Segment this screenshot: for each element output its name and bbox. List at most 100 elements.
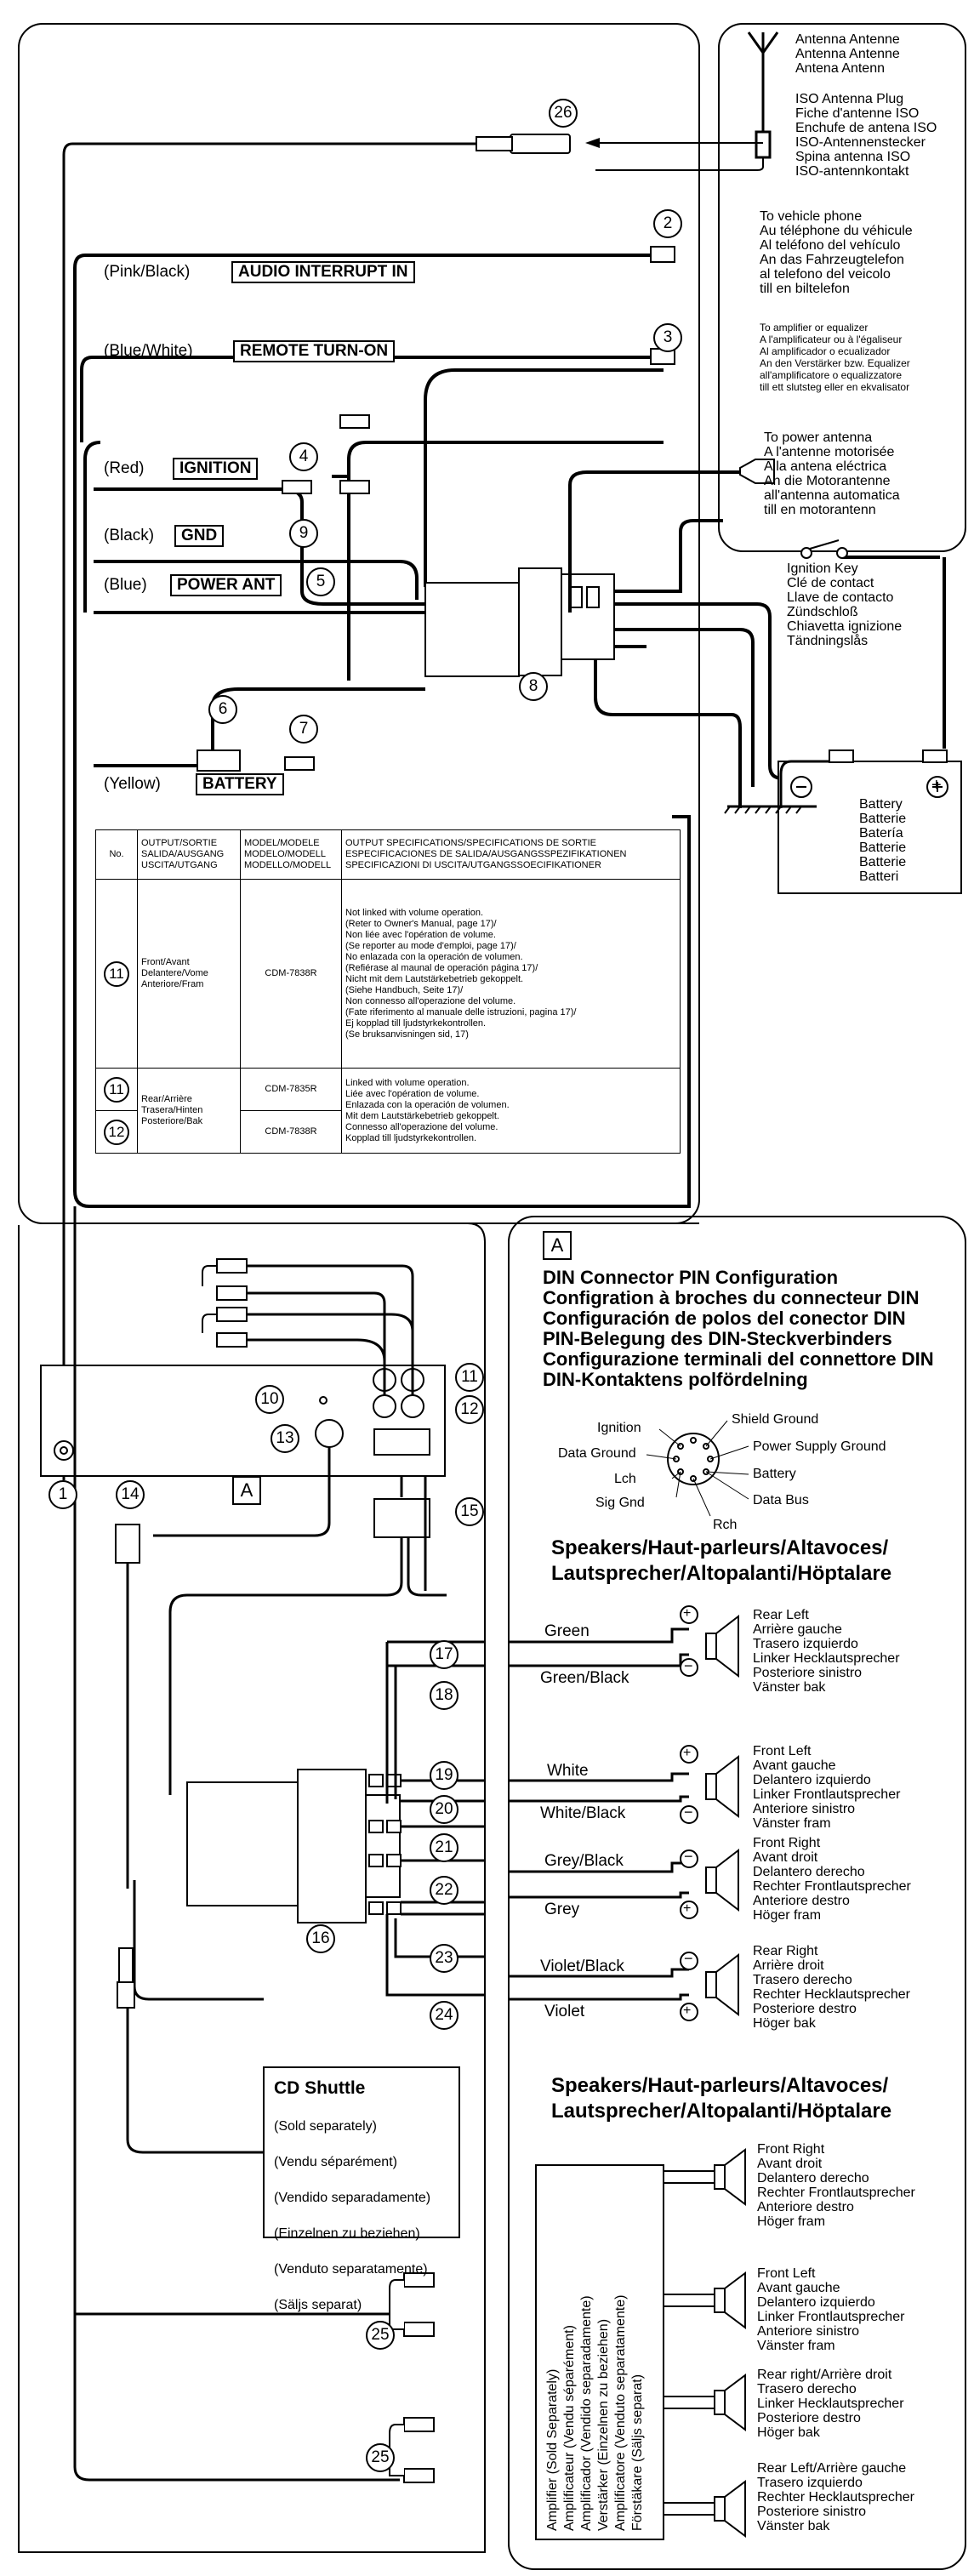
th-no: No.	[95, 829, 138, 880]
callout-13: 13	[271, 1424, 299, 1453]
connector-7	[284, 756, 315, 771]
speaker-line: Trasero derecho	[757, 2382, 857, 2396]
table-row: 12 CDM-7838R	[95, 1110, 681, 1154]
callout-24: 24	[430, 2001, 459, 2030]
cd-shuttle-line: (Vendu séparément)	[274, 2155, 397, 2169]
speaker-line: Höger fram	[757, 2214, 826, 2229]
speaker-line: Front Right	[753, 1836, 821, 1850]
speaker-rear-right-label: Rear Right Arrière droit Trasero derecho…	[753, 1944, 910, 2031]
audio-interrupt-color: (Pink/Black)	[104, 263, 191, 281]
callout-19: 19	[430, 1761, 459, 1790]
callout-16: 16	[306, 1924, 335, 1953]
power-antenna-label: To power antenna A l'antenne motorisée A…	[764, 430, 900, 517]
connector-top-spare	[339, 414, 370, 429]
speaker-line: Delantero derecho	[753, 1865, 865, 1879]
row-output-rear: Rear/Arrière Trasera/Hinten Posteriore/B…	[137, 1068, 241, 1154]
audio-interrupt-label: AUDIO INTERRUPT IN	[231, 261, 415, 283]
wire-grey-black: Grey/Black	[544, 1852, 624, 1870]
amplifier-line: Verstärker (Einzelnen zu beziehen)	[596, 2318, 611, 2531]
cd-shuttle-title: CD Shuttle	[274, 2078, 366, 2098]
callout-21: 21	[430, 1833, 459, 1862]
din-title-line: Configuración de polos del conector DIN	[543, 1308, 906, 1329]
antenna-label: Antenna Antenne Antenna Antenne Antena A…	[795, 32, 900, 76]
speaker-line: Front Right	[757, 2142, 825, 2157]
plug-line: ISO-Antennenstecker	[795, 135, 926, 150]
phone-label: To vehicle phone Au téléphone du véhicul…	[760, 209, 913, 296]
din-title-line: DIN-Kontaktens polfördelning	[543, 1369, 808, 1390]
speaker-line: Linker Hecklautsprecher	[753, 1651, 900, 1666]
row-model-7838: CDM-7838R	[240, 1110, 342, 1154]
power-antenna-plug	[739, 459, 775, 484]
power-ant-label: POWER ANT	[170, 574, 282, 596]
battery-line: Batterie	[859, 855, 907, 869]
callout-9: 9	[289, 519, 318, 548]
phone-line: Al teléfono del vehículo	[760, 238, 901, 253]
ign-key-line: Llave de contacto	[787, 590, 894, 605]
speaker-line: Rear Left	[753, 1608, 809, 1622]
remote-turn-on-color: (Blue/White)	[104, 342, 193, 360]
din-pin-data-bus: Data Bus	[753, 1493, 809, 1507]
cd-shuttle-line: (Säljs separat)	[274, 2298, 362, 2312]
speaker-line: Höger fram	[753, 1908, 822, 1923]
battery-minus: −	[796, 776, 807, 797]
gnd-color: (Black)	[104, 527, 155, 544]
wire-violet-black: Violet/Black	[540, 1958, 624, 1975]
plug-line: ISO Antenna Plug	[795, 92, 904, 106]
amp-speaker-front-right-label: Front Right Avant droit Delantero derech…	[757, 2142, 915, 2229]
speaker-line: Höger bak	[757, 2425, 820, 2440]
remote-turn-on-label: REMOTE TURN-ON	[233, 340, 396, 362]
callout-25b: 25	[366, 2443, 395, 2472]
battery-line: Batteri	[859, 869, 899, 884]
amplifier-line: Amplificatore (Venduto separatamente)	[613, 2294, 628, 2531]
battery-plus: +	[931, 776, 942, 795]
power-ant-line: all'antenna automatica	[764, 488, 900, 503]
phone-line: till en biltelefon	[760, 282, 850, 296]
ignition-color: (Red)	[104, 459, 145, 477]
din-pin-shield: Shield Ground	[732, 1412, 819, 1427]
amp-to-line: Al amplificador o ecualizador	[760, 345, 891, 357]
callout-25a: 25	[366, 2321, 395, 2350]
speaker-line: Rechter Frontlautsprecher	[753, 1879, 911, 1894]
speakers-title: Speakers/Haut-parleurs/Altavoces/ Lautsp…	[551, 1536, 891, 1587]
phone-line: To vehicle phone	[760, 209, 863, 224]
amp-speaker-rear-right-label: Rear right/Arrière droit Trasero derecho…	[757, 2368, 904, 2440]
ign-key-line: Zündschloß	[787, 605, 858, 619]
fuse-holder-6	[197, 749, 241, 772]
amplifier-destination-label: To amplifier or equalizer A l'amplificat…	[760, 322, 910, 393]
din-pin-lch: Lch	[614, 1472, 636, 1486]
th-spec: OUTPUT SPECIFICATIONS/SPECIFICATIONS DE …	[341, 829, 681, 880]
speaker-line: Rear right/Arrière droit	[757, 2368, 892, 2382]
amp-to-line: An den Verstärker bzw. Equalizer	[760, 357, 910, 369]
speakers-title-line: Speakers/Haut-parleurs/Altavoces/	[551, 1536, 889, 1559]
speaker-line: Front Left	[753, 1744, 812, 1758]
row-callout-12: 12	[104, 1119, 129, 1145]
speaker-line: Arrière droit	[753, 1958, 824, 1973]
speakers-amp-title: Speakers/Haut-parleurs/Altavoces/ Lautsp…	[551, 2073, 891, 2124]
phone-line: An das Fahrzeugtelefon	[760, 253, 904, 267]
gnd-label: GND	[174, 525, 225, 547]
din-title-line: Configurazione terminali del connettore …	[543, 1348, 934, 1370]
lower-left-frame	[18, 1222, 699, 2553]
speaker-front-right-label: Front Right Avant droit Delantero derech…	[753, 1836, 911, 1923]
speaker-front-left-label: Front Left Avant gauche Delantero izquie…	[753, 1744, 900, 1831]
row-spec: Not linked with volume operation. (Reter…	[341, 879, 681, 1069]
battery-line: Batterie	[859, 841, 907, 855]
minus-sign: −	[684, 1848, 693, 1865]
speaker-line: Rechter Frontlautsprecher	[757, 2186, 915, 2200]
cd-shuttle-line: (Einzelnen zu beziehen)	[274, 2226, 420, 2241]
table-row: 11 Front/Avant Delantere/Vome Anteriore/…	[95, 879, 681, 1069]
upper-left-frame	[18, 23, 700, 1224]
din-pin-battery: Battery	[753, 1467, 796, 1481]
plug-line: ISO-antennkontakt	[795, 164, 909, 179]
callout-6: 6	[208, 695, 237, 724]
power-ant-line: till en motorantenn	[764, 503, 876, 517]
power-ant-line: A l'antenne motorisée	[764, 445, 895, 459]
wire-white-black: White/Black	[540, 1804, 626, 1822]
output-spec-table: No. OUTPUT/SORTIE SALIDA/AUSGANG USCITA/…	[95, 829, 681, 1154]
amp-to-line: all'amplificatore o equalizzatore	[760, 369, 903, 381]
phone-line: Au téléphone du véhicule	[760, 224, 913, 238]
ignition-label: IGNITION	[173, 458, 259, 480]
speaker-line: Avant gauche	[753, 1758, 836, 1773]
ign-key-line: Clé de contact	[787, 576, 874, 590]
minus-sign: −	[684, 1657, 693, 1674]
